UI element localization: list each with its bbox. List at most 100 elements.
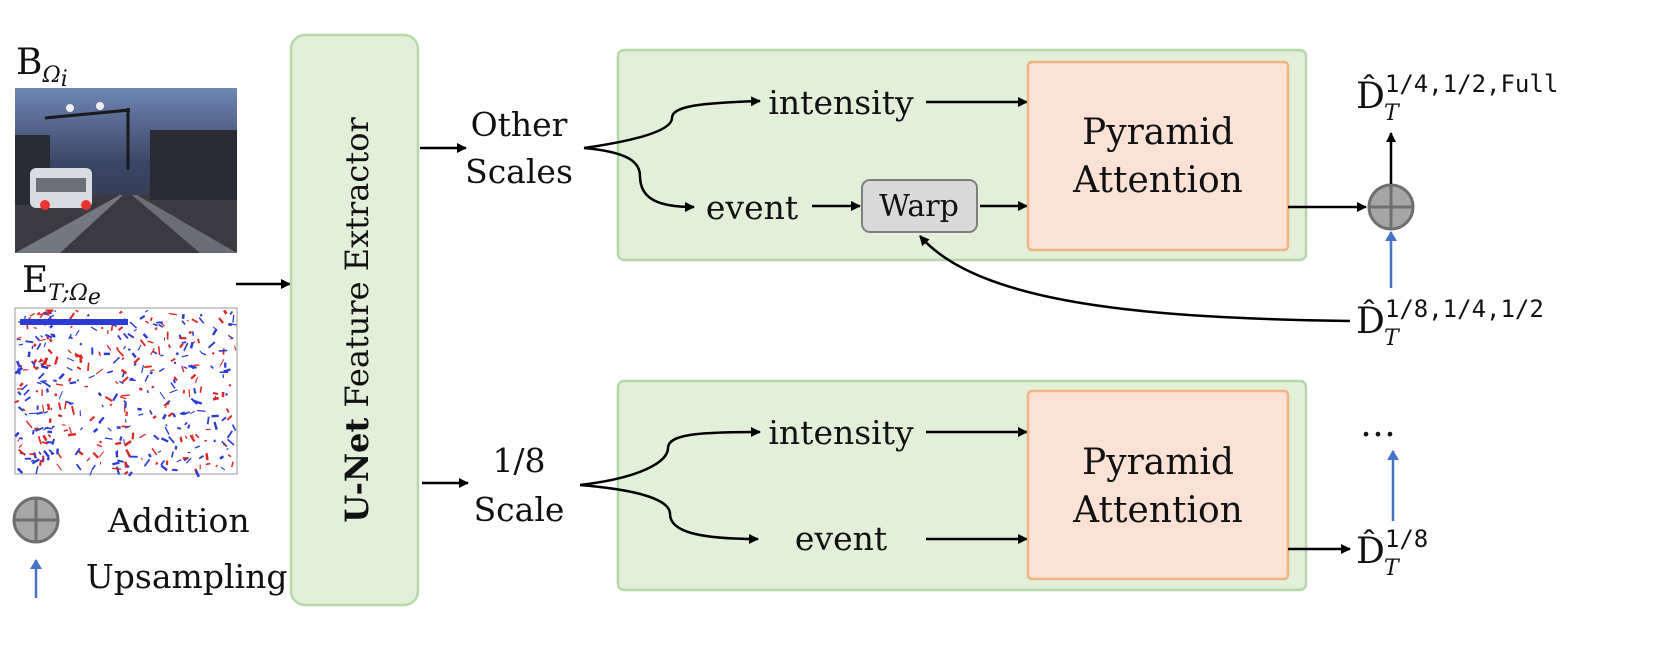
event-texture-stroke: [211, 351, 215, 355]
event-texture-stroke: [184, 435, 188, 439]
event-texture-stroke: [47, 348, 53, 355]
event-texture-stroke: [27, 351, 31, 358]
event-texture-stroke: [151, 385, 155, 389]
event-texture-stroke: [98, 416, 105, 424]
event-texture-stroke: [150, 369, 155, 372]
event-texture-stroke: [127, 348, 131, 351]
event-texture-stroke: [23, 389, 30, 396]
event-texture-stroke: [75, 463, 82, 471]
event-texture-stroke: [38, 338, 46, 342]
upsampling-legend-label: Upsampling: [86, 557, 287, 596]
event-texture-stroke: [112, 467, 121, 471]
bottom-split-event-arrow: [579, 483, 759, 544]
event-texture-stroke: [33, 327, 38, 329]
event-texture-stroke: [89, 415, 96, 422]
event-texture-stroke: [31, 458, 40, 465]
event-texture-stroke: [228, 322, 237, 326]
event-texture-stroke: [86, 457, 91, 462]
top-scale-label-2: Scales: [465, 152, 573, 191]
event-texture-stroke: [158, 367, 165, 373]
event-texture-stroke: [54, 309, 57, 313]
event-texture-stroke: [133, 357, 141, 365]
event-texture-stroke: [152, 350, 158, 355]
event-texture-stroke: [182, 411, 191, 416]
event-texture-stroke: [56, 463, 62, 471]
event-texture-stroke: [18, 448, 26, 456]
event-texture-stroke: [161, 460, 166, 464]
event-texture-stroke: [205, 453, 209, 461]
event-texture-stroke: [211, 328, 218, 336]
blur-input-label: BΩi: [16, 42, 68, 92]
event-texture-stroke: [79, 342, 83, 346]
event-texture-stroke: [231, 424, 237, 432]
event-texture-stroke: [18, 444, 23, 448]
event-texture-stroke: [199, 350, 203, 355]
event-texture-stroke: [219, 358, 225, 367]
event-texture-stroke: [157, 346, 161, 356]
event-texture-stroke: [71, 405, 75, 415]
event-texture-stroke: [155, 461, 159, 466]
event-texture-stroke: [68, 333, 72, 340]
event-texture-stroke: [52, 379, 57, 383]
event-texture-stroke: [117, 350, 125, 357]
event-texture-stroke: [51, 438, 56, 445]
event-texture-stroke: [226, 447, 229, 451]
event-texture-stroke: [123, 470, 129, 476]
event-texture-stroke: [48, 338, 53, 343]
event-texture-bar: [20, 319, 128, 325]
event-texture-stroke: [191, 318, 199, 324]
event-texture-stroke: [198, 454, 205, 460]
event-texture-stroke: [88, 374, 95, 379]
event-texture-stroke: [107, 427, 112, 432]
event-texture-stroke: [112, 393, 119, 402]
event-texture-stroke: [79, 358, 83, 363]
event-texture-stroke: [24, 412, 28, 416]
bottom-attention-label-2: Attention: [1072, 490, 1243, 531]
event-texture-stroke: [36, 311, 41, 316]
event-input-label: ET;Ωe: [22, 260, 101, 310]
bottom-pyramid-attention: [1026, 389, 1290, 581]
event-texture-stroke: [146, 389, 149, 394]
event-texture-stroke: [42, 434, 48, 442]
addition-legend-label: Addition: [107, 501, 250, 540]
event-texture-stroke: [39, 358, 43, 362]
event-texture-stroke: [79, 427, 84, 431]
event-texture-stroke: [67, 349, 72, 354]
event-texture-stroke: [30, 459, 35, 463]
event-texture-stroke: [223, 368, 231, 373]
event-texture-stroke: [188, 330, 192, 335]
addition-legend-icon: [12, 496, 60, 544]
event-texture-stroke: [42, 381, 52, 388]
event-texture-stroke: [123, 332, 129, 339]
event-texture-stroke: [115, 451, 119, 458]
event-texture-stroke: [125, 425, 131, 429]
event-texture-stroke: [227, 454, 232, 458]
event-texture-stroke: [139, 433, 146, 439]
event-texture-stroke: [36, 411, 44, 415]
event-texture-stroke: [181, 313, 185, 320]
event-texture-stroke: [152, 415, 157, 420]
event-texture-stroke: [118, 310, 123, 315]
event-texture-stroke: [185, 457, 192, 464]
event-texture-stroke: [124, 418, 127, 423]
event-texture-stroke: [19, 382, 24, 388]
event-texture-stroke: [22, 408, 26, 412]
event-texture-stroke: [46, 310, 51, 317]
event-texture-stroke: [123, 438, 125, 444]
event-texture-stroke: [194, 445, 201, 449]
event-texture-stroke: [125, 449, 132, 458]
event-texture-stroke: [75, 329, 80, 336]
event-texture-stroke: [167, 412, 174, 418]
event-texture-stroke: [210, 365, 214, 369]
bottom-output-sub: T: [1384, 556, 1401, 581]
event-texture-stroke: [119, 396, 127, 400]
event-texture-stroke: [42, 404, 45, 414]
event-texture-stroke: [133, 362, 137, 367]
event-texture-stroke: [226, 430, 234, 439]
event-texture-stroke: [36, 366, 40, 369]
event-texture-stroke: [92, 427, 99, 433]
event-texture-stroke: [17, 390, 22, 396]
event-texture-stroke: [16, 336, 22, 340]
event-texture-stroke: [142, 333, 149, 339]
